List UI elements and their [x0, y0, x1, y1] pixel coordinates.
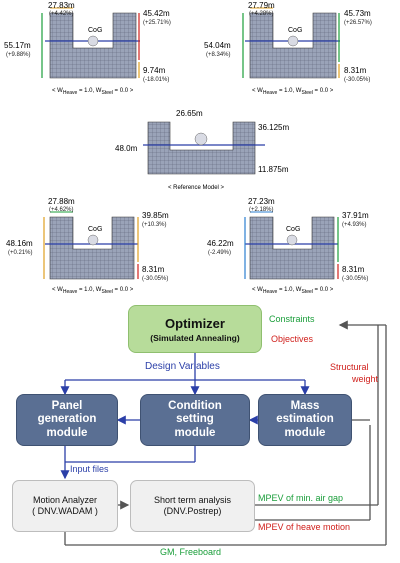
hull-models-layer [41, 7, 340, 280]
model1-top-pct: (+4.42%) [49, 11, 74, 17]
cog-sphere-icon [87, 234, 99, 246]
ref-right-dim: 36.125m [258, 123, 290, 132]
model2-right-dim: 45.73m [344, 9, 371, 18]
ref-caption: < Reference Model > [168, 185, 225, 191]
model5-top-pct: (+2.18%) [249, 207, 274, 213]
ref-left-dim: 48.0m [115, 144, 138, 153]
optimizer-box[interactable]: Optimizer (Simulated Annealing) [128, 305, 262, 353]
cog-sphere-icon [287, 35, 299, 47]
gm-freeboard-label: GM, Freeboard [160, 547, 222, 557]
hull-model-2 [242, 7, 340, 79]
condition-module-label-1: Condition [168, 400, 222, 413]
model1-left-pct: (+9.88%) [6, 52, 31, 58]
mass-module-label-1: Mass [290, 400, 320, 413]
model4-bottom-dim: 8.31m [142, 265, 165, 274]
motion-analyzer-label: Motion Analyzer [32, 495, 98, 506]
hull-model-4 [43, 211, 139, 280]
model5-bottom-pct: (-30.05%) [342, 276, 369, 282]
cog-sphere-icon [194, 132, 208, 146]
panel-module-label-1: Panel [51, 400, 83, 413]
model2-caption: < WHeave = 1.0, WSteel = 0.0 > [252, 88, 334, 97]
model1-right-dim: 45.42m [143, 9, 170, 18]
model4-top-dim: 27.88m [48, 197, 75, 206]
model5-cog-label: CoG [286, 226, 301, 233]
objectives-label: Objectives [271, 334, 314, 344]
model1-top-dim: 27.83m [48, 1, 75, 10]
mass-module-label-2: estimation [276, 413, 334, 426]
panel-generation-module[interactable]: Panel generation module [16, 394, 118, 446]
model1-cog-label: CoG [88, 27, 103, 34]
model5-right-pct: (+4.93%) [342, 222, 367, 228]
structural-weight-label-1: Structural [330, 362, 369, 372]
model5-left-dim: 46.22m [207, 239, 234, 248]
model5-right-dim: 37.91m [342, 211, 369, 220]
optimizer-subtitle: (Simulated Annealing) [150, 332, 240, 343]
model4-right-pct: (+10.3%) [142, 222, 167, 228]
cog-sphere-icon [87, 35, 99, 47]
model4-bottom-pct: (-30.05%) [142, 276, 169, 282]
hull-model-1 [41, 7, 140, 79]
model1-left-dim: 55.17m [4, 41, 31, 50]
constraints-label: Constraints [269, 314, 315, 324]
mass-module-label-3: module [284, 426, 326, 439]
model4-left-dim: 48.16m [6, 239, 33, 248]
model2-bottom-pct: (-30.05%) [344, 77, 371, 83]
model4-top-pct: (+4.62%) [49, 207, 74, 213]
model1-bottom-dim: 9.74m [143, 66, 166, 75]
condition-module-label-2: setting [176, 413, 214, 426]
model4-cog-label: CoG [88, 226, 103, 233]
short-term-label: Short term analysis [153, 495, 232, 506]
structural-weight-label-2: weight [352, 374, 379, 384]
model5-top-dim: 27.23m [248, 197, 275, 206]
mass-estimation-module[interactable]: Mass estimation module [258, 394, 352, 446]
short-term-analysis-box[interactable]: Short term analysis (DNV.Postrep) [130, 480, 255, 532]
model2-top-dim: 27.79m [248, 1, 275, 10]
panel-module-label-2: generation [37, 413, 97, 426]
mpev-air-gap-label: MPEV of min. air gap [258, 493, 344, 503]
model5-bottom-dim: 8.31m [342, 265, 365, 274]
optimizer-title: Optimizer [165, 315, 225, 331]
design-variables-label: Design Variables [145, 361, 220, 372]
input-files-label: Input files [70, 464, 109, 474]
ref-bottom-dim: 11.875m [258, 165, 289, 174]
ref-top-dim: 26.65m [176, 109, 203, 118]
hull-model-reference [143, 121, 265, 175]
model2-right-pct: (+26.57%) [344, 20, 372, 26]
model2-top-pct: (+4.28%) [249, 11, 274, 17]
model1-bottom-pct: (-18.01%) [143, 77, 170, 83]
mpev-heave-label: MPEV of heave motion [258, 522, 351, 532]
model5-caption: < WHeave = 1.0, WSteel = 0.0 > [252, 287, 334, 296]
model2-left-dim: 54.04m [204, 41, 231, 50]
condition-module-label-3: module [174, 426, 216, 439]
cog-sphere-icon [286, 234, 298, 246]
model1-right-pct: (+25.71%) [143, 20, 171, 26]
short-term-tool: (DNV.Postrep) [163, 506, 222, 516]
model4-left-pct: (+0.21%) [8, 250, 33, 256]
model2-cog-label: CoG [288, 27, 303, 34]
model1-caption: < WHeave = 1.0, WSteel = 0.0 > [52, 88, 134, 97]
model2-left-pct: (+8.34%) [206, 52, 231, 58]
motion-analyzer-tool: ( DNV.WADAM ) [32, 506, 98, 516]
model2-bottom-dim: 8.31m [344, 66, 367, 75]
condition-setting-module[interactable]: Condition setting module [140, 394, 250, 446]
motion-analyzer-box[interactable]: Motion Analyzer ( DNV.WADAM ) [12, 480, 118, 532]
model4-right-dim: 39.85m [142, 211, 169, 220]
model5-left-pct: (-2.49%) [208, 250, 232, 256]
model4-caption: < WHeave = 1.0, WSteel = 0.0 > [52, 287, 134, 296]
panel-module-label-3: module [46, 426, 88, 439]
hull-model-5 [244, 211, 339, 280]
